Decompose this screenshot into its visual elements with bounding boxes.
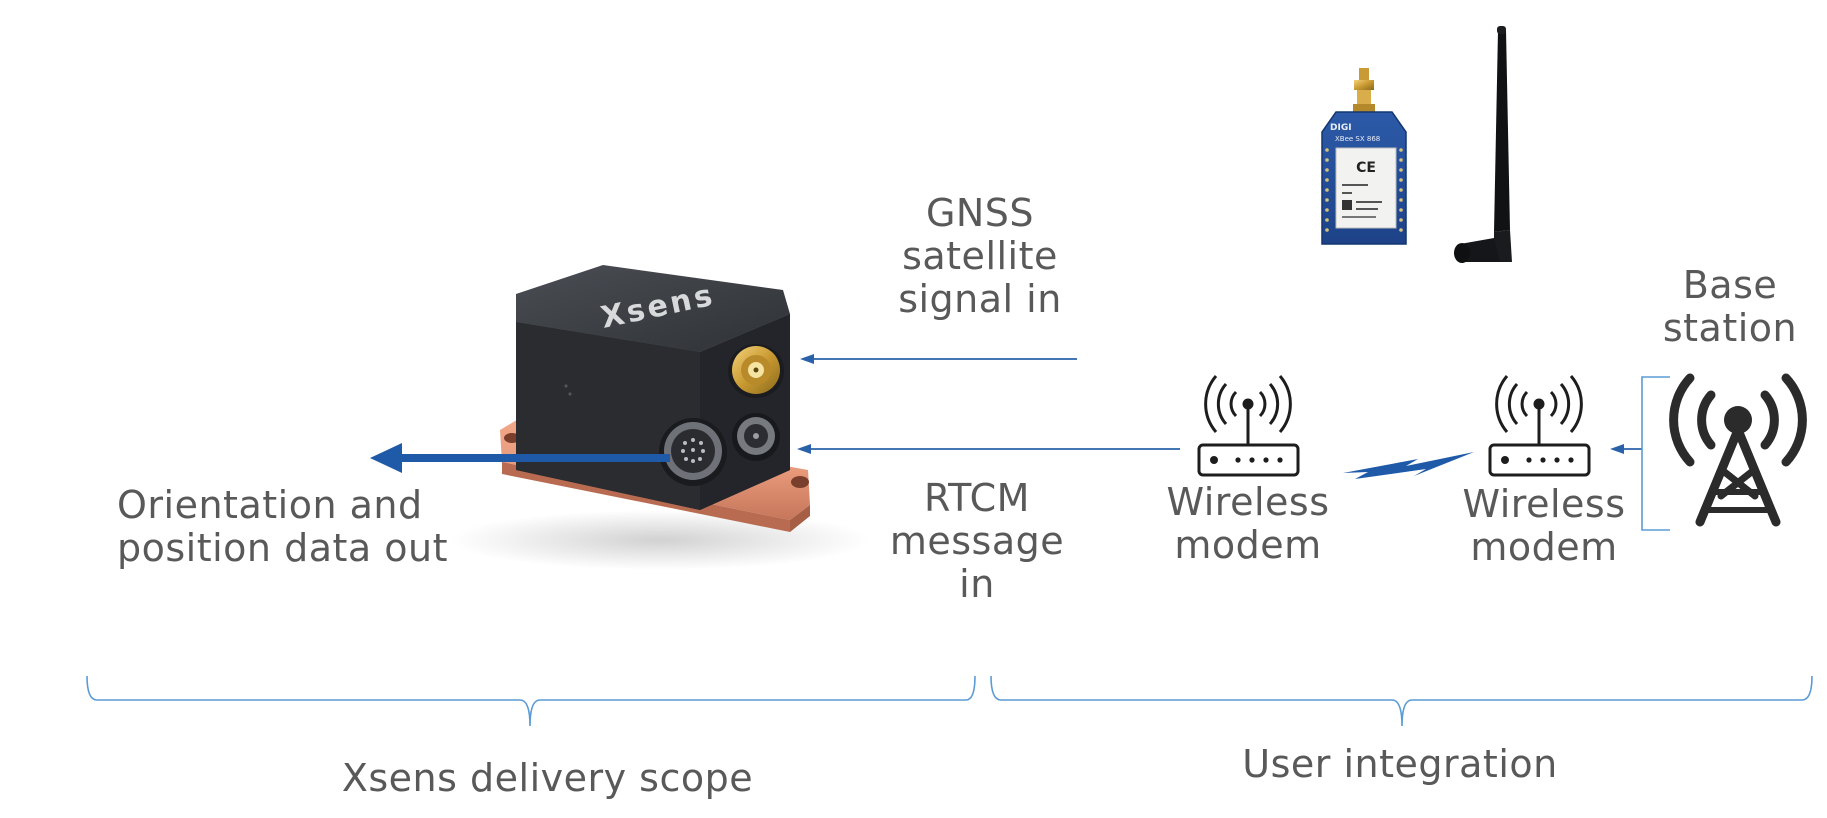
rf-module-image: DIGI XBee SX 868 CE (1321, 68, 1407, 245)
aux-connector (732, 413, 780, 461)
lightning-link-icon (1343, 452, 1474, 479)
base-station-label: Base station (1662, 263, 1798, 350)
rf-module-brand: DIGI (1330, 123, 1352, 133)
xsens-sensor-image: Xsens (450, 265, 870, 570)
modem-right-label: Wireless modem (1462, 482, 1626, 569)
gnss-arrow (800, 354, 1077, 364)
user-scope-bracket (990, 675, 1813, 727)
rtcm-label: RTCM message in (889, 476, 1065, 606)
rf-module-model: XBee SX 868 (1335, 135, 1380, 143)
rtcm-arrow (797, 444, 1180, 454)
data-out-arrow (370, 443, 670, 473)
orientation-label: Orientation and position data out (117, 483, 448, 570)
modem-left-label: Wireless modem (1166, 480, 1330, 567)
base-station-bracket (1641, 376, 1670, 531)
gnss-label: GNSS satellite signal in (898, 191, 1062, 321)
wireless-modem-icon (1197, 375, 1300, 477)
xsens-scope-label: Xsens delivery scope (341, 756, 754, 800)
base-station-arrow (1610, 444, 1642, 454)
ce-mark: CE (1356, 160, 1376, 176)
sma-connector (728, 344, 784, 398)
wireless-modem-icon (1488, 375, 1591, 477)
main-connector (659, 418, 727, 486)
xsens-scope-bracket (86, 675, 976, 727)
antenna-image (1454, 26, 1512, 263)
user-scope-label: User integration (1242, 742, 1558, 786)
base-station-tower-icon (1669, 373, 1807, 527)
